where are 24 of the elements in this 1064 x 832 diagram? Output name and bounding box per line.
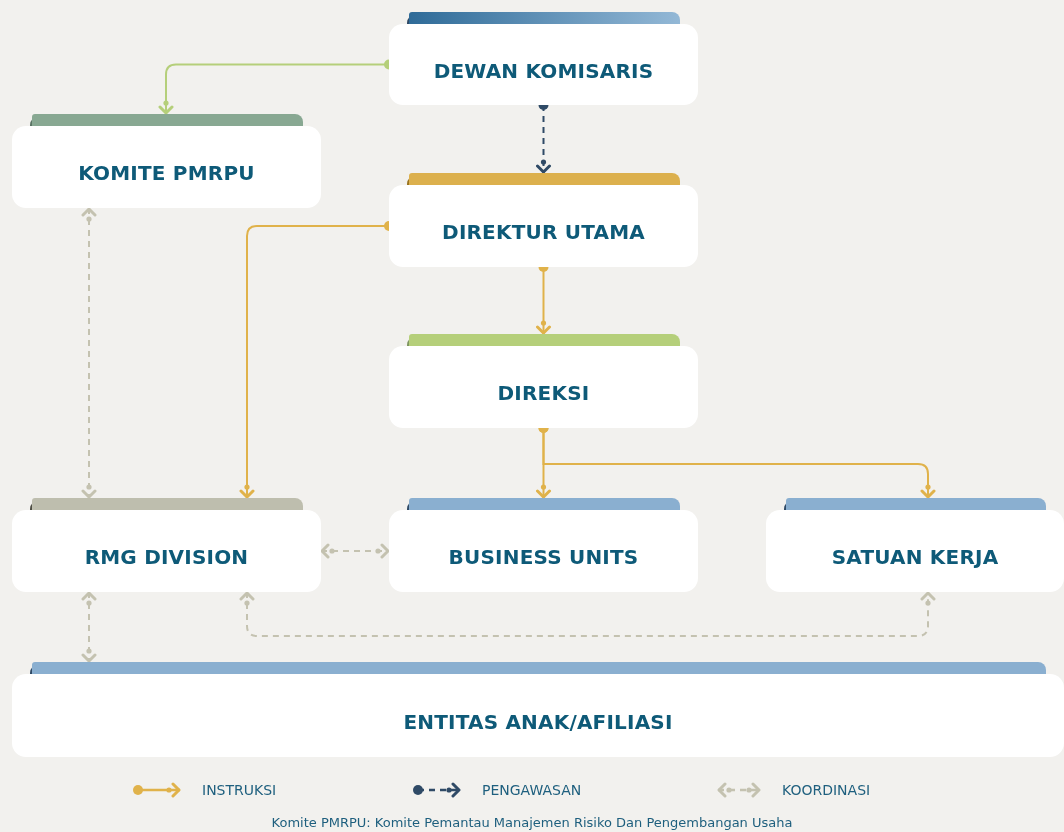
legend-label: INSTRUKSI [202,782,277,798]
org-unit-card [389,334,698,428]
unit-name: DEWAN KOMISARIS [433,58,654,83]
org-unit-card [12,498,321,592]
unit-name: RMG DIVISION [84,545,249,569]
connector-arrow [81,207,97,499]
unit-name: SATUAN KERJA [831,545,999,569]
unit-name: DIREKSI [497,381,590,405]
legend-label: PENGAWASAN [482,782,582,798]
caption: Komite PMRPU: Komite Pemantau Manajemen Risiko Dan Pengembangan Usaha [270,815,794,831]
connector-arrow [239,591,936,637]
org-unit-card [389,12,698,105]
legend-label: KOORDINASI [782,782,871,798]
org-unit-card [389,498,698,592]
connector-arrow [81,591,97,663]
org-unit-card [389,173,698,267]
unit-name: DIREKTUR UTAMA [442,220,645,244]
connector-arrow [320,543,390,559]
unit-name: KOMITE PMRPU [78,161,255,185]
org-unit-card [12,662,1064,757]
org-unit-card [766,498,1064,592]
org-unit-card [12,114,321,208]
unit-name: BUSINESS UNITS [448,545,639,569]
unit-name: ENTITAS ANAK/AFILIASI [403,709,673,734]
